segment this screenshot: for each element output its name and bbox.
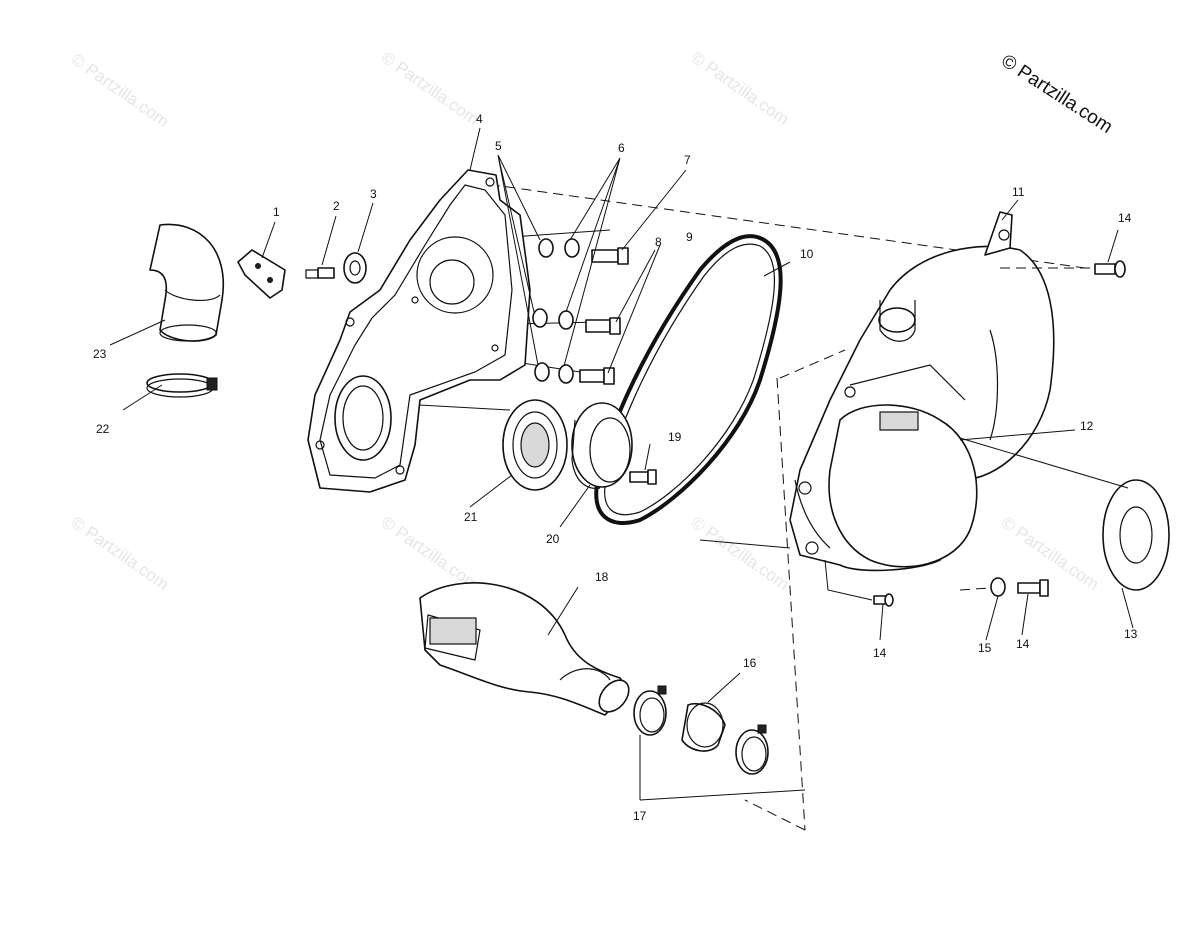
alignment-line-top [457, 179, 1086, 269]
copyright-text: © Partzilla.com [997, 51, 1116, 138]
callout-12: 12 [1080, 419, 1094, 433]
callout-17: 17 [633, 809, 647, 823]
callout-21: 21 [464, 510, 478, 524]
callout-14b: 14 [873, 646, 887, 660]
part-10-drive-belt [594, 234, 783, 526]
callout-14a: 14 [1118, 211, 1132, 225]
part-19-screw [629, 469, 657, 485]
callout-4: 4 [476, 112, 483, 126]
callout-9: 9 [686, 230, 693, 244]
watermark-5: © Partzilla.com [378, 513, 483, 594]
part-18-air-duct [419, 582, 630, 716]
callout-19: 19 [668, 430, 682, 444]
callout-5: 5 [495, 139, 502, 153]
part-1-bracket [237, 249, 286, 299]
callout-18: 18 [595, 570, 609, 584]
part-14-screws [873, 260, 1126, 607]
callout-7: 7 [684, 153, 691, 167]
part-15-washer [990, 577, 1006, 597]
watermark-2: © Partzilla.com [378, 48, 483, 129]
callout-1: 1 [273, 205, 280, 219]
callout-3: 3 [370, 187, 377, 201]
watermark-4: © Partzilla.com [68, 513, 173, 594]
watermark-1: © Partzilla.com [68, 50, 173, 131]
part-4-inner-cover [307, 169, 531, 493]
part-16-coupler [681, 702, 726, 752]
callout-11: 11 [1012, 185, 1025, 199]
part-5-6-washers [532, 238, 580, 384]
part-7-8-9-bolts [579, 247, 629, 385]
watermark-3: © Partzilla.com [688, 48, 793, 129]
part-3-washer [343, 252, 367, 284]
callout-6: 6 [618, 141, 625, 155]
part-21-seal [502, 399, 568, 491]
part-23-hose-elbow [149, 223, 225, 342]
part-2-bolt [305, 267, 335, 279]
part-20-pulley [571, 402, 633, 489]
part-22-hose-clamp [146, 373, 218, 398]
part-11-outer-cover [789, 211, 1055, 572]
callout-2: 2 [333, 199, 340, 213]
part-17-clamps [633, 685, 769, 775]
leader-guide-right [699, 437, 1129, 601]
callout-15: 15 [978, 641, 992, 655]
callout-16: 16 [743, 656, 757, 670]
dashed-guide-right [744, 267, 1090, 831]
callout-13: 13 [1124, 627, 1138, 641]
callout-leaders [109, 127, 1134, 801]
part-13-gasket-ring [1102, 479, 1170, 591]
callout-8: 8 [655, 235, 662, 249]
callout-22: 22 [96, 422, 110, 436]
callout-10: 10 [800, 247, 814, 261]
callout-labels: 1 2 3 4 5 6 7 8 9 10 11 12 13 14 14 14 1… [93, 112, 1138, 823]
watermark-6: © Partzilla.com [688, 513, 793, 594]
watermark-7: © Partzilla.com [998, 513, 1103, 594]
callout-23: 23 [93, 347, 107, 361]
callout-14c: 14 [1016, 637, 1030, 651]
callout-20: 20 [546, 532, 560, 546]
